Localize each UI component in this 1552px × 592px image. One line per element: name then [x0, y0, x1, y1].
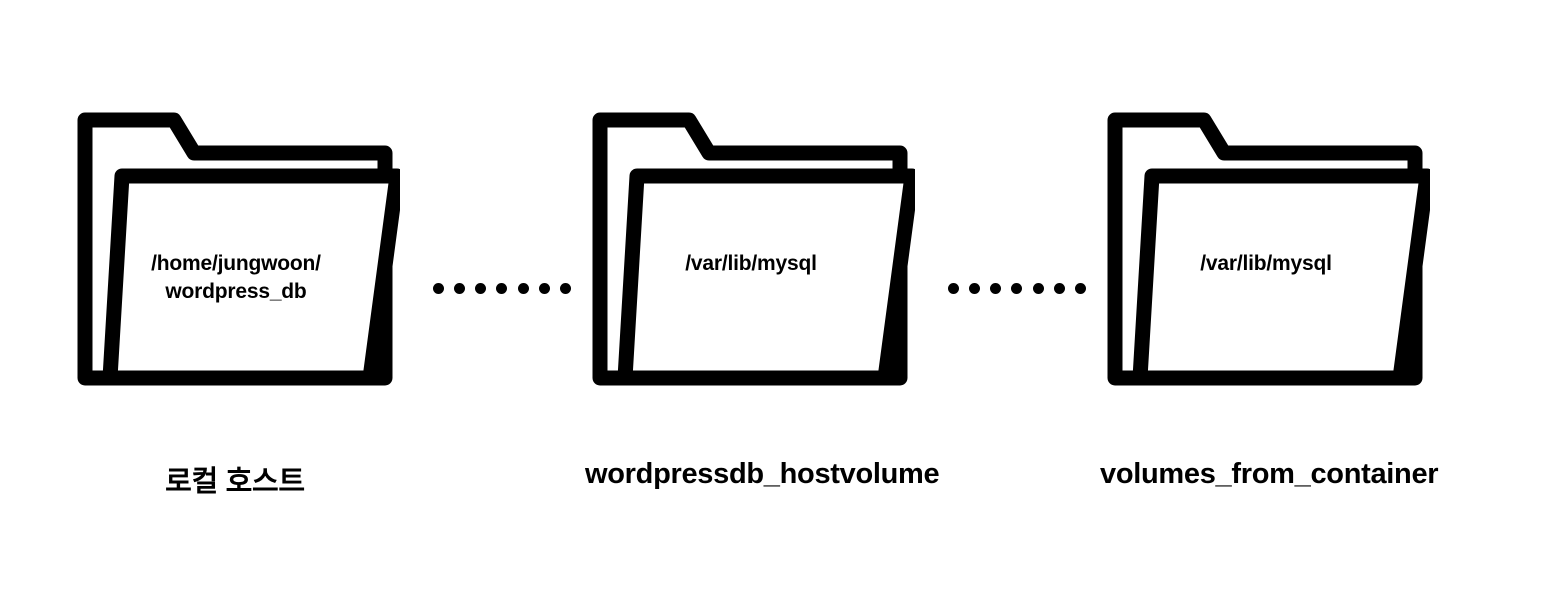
connector-dot	[1032, 282, 1044, 294]
connector-dot	[559, 282, 571, 294]
folder-caption-1: 로컬 호스트	[165, 466, 305, 498]
dotted-connector-2	[948, 280, 1086, 296]
connector-dot	[1074, 282, 1086, 294]
connector-dot	[1053, 282, 1065, 294]
connector-dot	[496, 282, 508, 294]
connector-dot	[969, 282, 981, 294]
connector-dot	[948, 282, 959, 294]
folder-icon	[77, 112, 400, 386]
connector-dot	[454, 282, 466, 294]
folder-caption-3: volumes_from_container	[1100, 458, 1439, 490]
folder-icon	[1107, 112, 1430, 386]
folder-node-2[interactable]: /var/lib/mysql	[585, 98, 915, 388]
connector-dot	[433, 282, 444, 294]
folder-icon	[592, 112, 915, 386]
folder-node-1[interactable]: /home/jungwoon/ wordpress_db	[70, 98, 400, 388]
folder-caption-2: wordpressdb_hostvolume	[585, 458, 940, 490]
dotted-connector-1	[433, 280, 571, 296]
connector-dot	[517, 282, 529, 294]
connector-dot	[990, 282, 1002, 294]
connector-dot	[475, 282, 487, 294]
connector-dot	[538, 282, 550, 294]
folder-node-3[interactable]: /var/lib/mysql	[1100, 98, 1430, 388]
connector-dot	[1011, 282, 1023, 294]
